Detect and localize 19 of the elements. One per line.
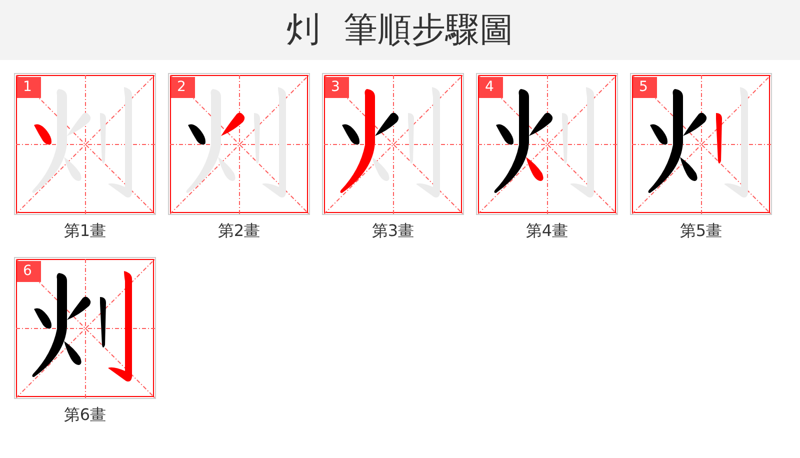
step-caption: 第2畫 [218,221,260,241]
stroke-step-tile [630,73,772,215]
step-caption: 第4畫 [526,221,568,241]
step-number: 2 [171,77,195,98]
page-title: 灲 筆順步驟圖 [286,9,514,51]
step-number: 3 [325,77,349,98]
stroke-step-tile [14,257,156,399]
step-caption: 第3畫 [372,221,414,241]
step-caption: 第1畫 [64,221,106,241]
step-number: 4 [479,77,503,98]
step-number: 6 [17,261,41,282]
step-caption: 第5畫 [680,221,722,241]
step-caption: 第6畫 [64,405,106,425]
stroke-step-tile [14,73,156,215]
stroke-step-tile [322,73,464,215]
stroke-step-tile [168,73,310,215]
stroke-step-tile [476,73,618,215]
step-number: 5 [633,77,657,98]
step-number: 1 [17,77,41,98]
